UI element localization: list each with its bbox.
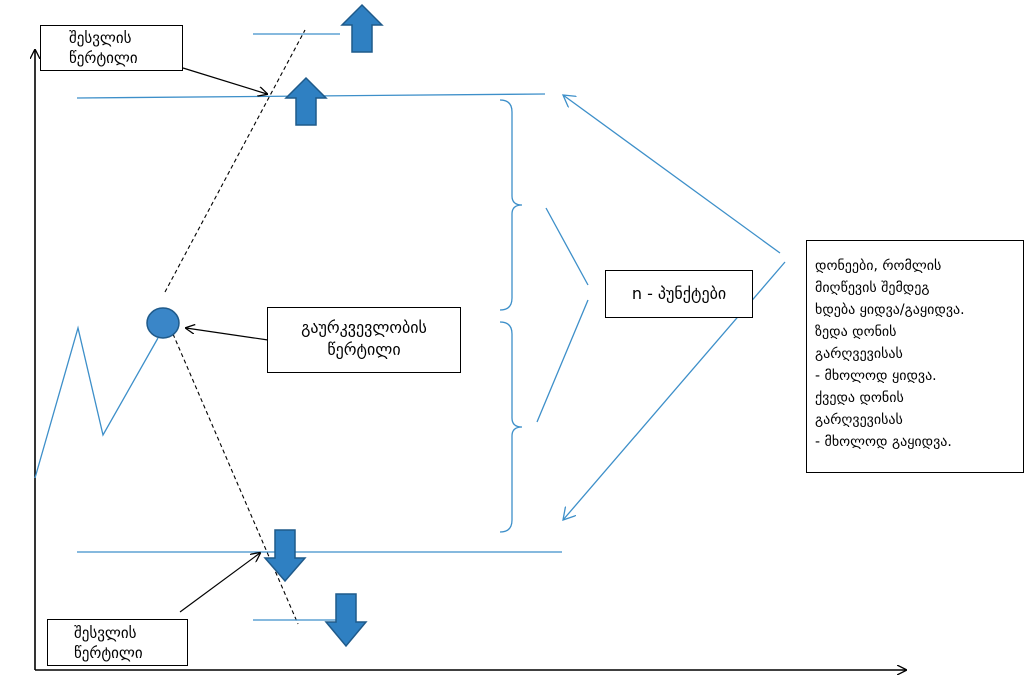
levels-line-5: გარღვევისას [815, 346, 903, 362]
levels-line-9: - მხოლოდ გაყიდვა. [815, 434, 952, 450]
brace-connector-lower [536, 299, 589, 423]
levels-line-3: ხდება ყიდვა/გაყიდვა. [815, 302, 965, 318]
uncertainty-line-2: წერტილი [327, 340, 401, 359]
entry-point-top-label: შესვლის წერტილი [40, 25, 183, 71]
lower-brace [499, 321, 523, 533]
entry-point-bottom-label: შესვლის წერტილი [47, 619, 188, 666]
entry-top-line-2: წერტილი [69, 49, 138, 67]
uncertainty-point-label: გაურკვევლობის წერტილი [267, 307, 461, 373]
price-zigzag [34, 325, 159, 479]
levels-line-6: - მხოლოდ ყიდვა. [815, 368, 937, 384]
brace-connector-upper [545, 207, 589, 286]
levels-line-2: მიღწევის შემდეგ [815, 280, 930, 296]
pointer-entry-bottom [179, 553, 260, 613]
arrow-down-icon [263, 529, 307, 583]
levels-description-box: დონეები, რომლის მიღწევის შემდეგ ხდება ყი… [806, 240, 1024, 473]
levels-line-1: დონეები, რომლის [815, 258, 942, 274]
arrow-up-icon [284, 76, 328, 126]
uncertainty-line-1: გაურკვევლობის [301, 318, 427, 337]
pointer-uncertainty [186, 328, 269, 341]
dashed-lower-line [172, 333, 299, 625]
levels-line-7: ქვედა დონის [815, 390, 904, 406]
n-points-text: n - პუნქტები [631, 284, 727, 303]
levels-line-8: გარღვევისას [815, 412, 903, 428]
entry-bottom-line-1: შესვლის [74, 624, 137, 642]
arrow-up-icon [340, 3, 384, 53]
entry-top-line-1: შესვლის [69, 29, 132, 47]
n-points-label: n - პუნქტები [605, 270, 753, 318]
entry-bottom-line-2: წერტილი [74, 644, 143, 662]
upper-brace [499, 99, 523, 311]
uncertainty-point-marker [146, 307, 180, 339]
dashed-upper-line [164, 29, 306, 293]
levels-line-4: ზედა დონის [815, 324, 897, 340]
arrow-down-icon [324, 593, 368, 648]
pointer-entry-top [182, 67, 267, 94]
pointer-to-upper-level [563, 95, 781, 254]
